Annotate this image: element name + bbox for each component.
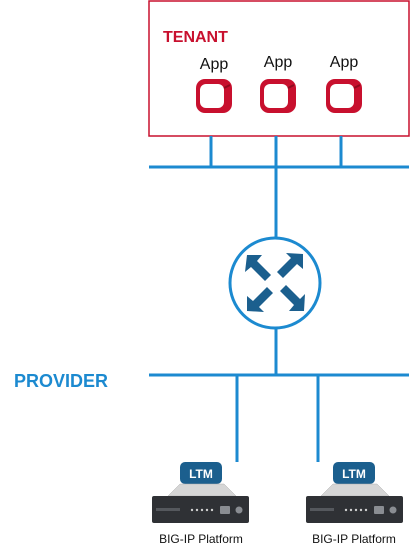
tenant-title: TENANT	[163, 29, 228, 46]
app-label: App	[264, 54, 293, 71]
app-label: App	[330, 54, 359, 71]
ltm-badge-label: LTM	[342, 467, 366, 481]
device-label: BIG-IP Platform	[159, 532, 243, 546]
ltm-badge	[333, 462, 375, 484]
server-chassis-icon	[306, 496, 403, 523]
ltm-badge	[180, 462, 222, 484]
router-icon	[228, 236, 322, 330]
app-icon	[326, 79, 362, 113]
app-icon	[196, 79, 232, 113]
provider-title: PROVIDER	[14, 371, 108, 391]
big-ip-device: LTM BIG-IP Platform	[152, 462, 249, 546]
big-ip-device: LTM BIG-IP Platform	[306, 462, 403, 546]
tenant-box	[148, 0, 410, 137]
device-label: BIG-IP Platform	[312, 532, 396, 546]
app-label: App	[200, 56, 229, 73]
server-chassis-icon	[152, 496, 249, 523]
app-icon	[260, 79, 296, 113]
ltm-badge-label: LTM	[189, 467, 213, 481]
